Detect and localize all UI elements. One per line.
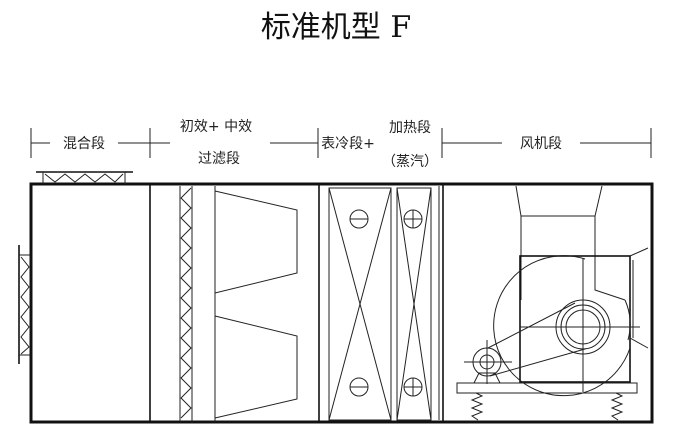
diagram-title: 标准机型 F xyxy=(261,10,411,45)
bag-filter xyxy=(214,315,298,419)
top-air-damper xyxy=(36,171,133,184)
label-fan-section: 风机段 xyxy=(520,136,562,152)
label-cooling-section: 表冷段+ xyxy=(321,136,375,152)
label-heating-section-line1: 加热段 xyxy=(389,120,431,136)
vibration-spring xyxy=(610,392,624,421)
centrifugal-fan xyxy=(493,185,649,397)
dimension-line xyxy=(30,128,652,158)
fan-motor xyxy=(464,302,586,384)
cooling-coil xyxy=(328,187,392,421)
side-air-damper xyxy=(18,245,30,364)
label-filter-section-line2: 过滤段 xyxy=(198,151,240,167)
label-mixing-section: 混合段 xyxy=(63,136,105,152)
unit-casing xyxy=(29,182,654,424)
vibration-spring xyxy=(470,392,484,421)
primary-filter xyxy=(179,186,216,422)
label-filter-section-line1: 初效+ 中效 xyxy=(180,118,252,135)
bag-filter xyxy=(214,190,298,294)
label-heating-section-line2: （蒸汽） xyxy=(382,154,438,170)
fan-base-plate xyxy=(456,382,638,394)
heating-coil xyxy=(396,186,440,421)
